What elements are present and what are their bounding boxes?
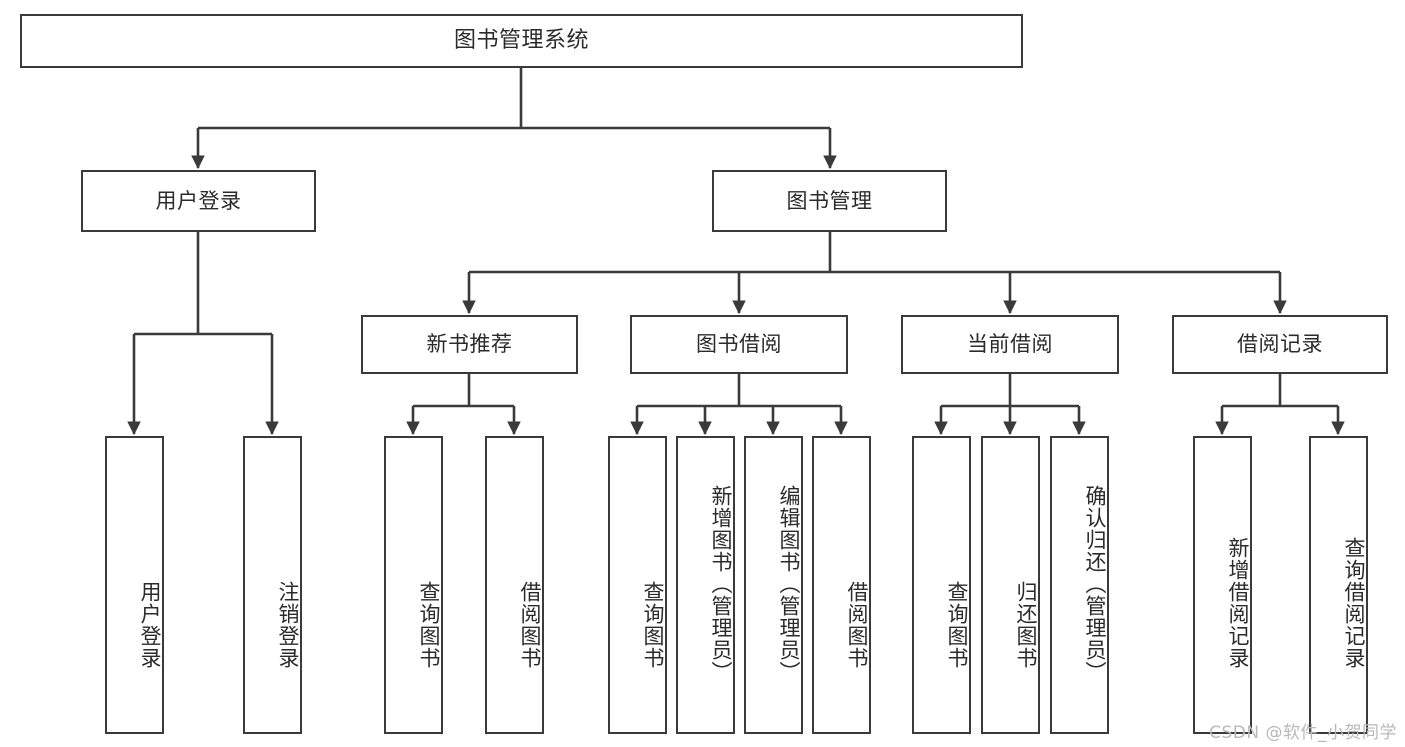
leaf-confirm-return[interactable]: 确认归还（管理员） [1050,436,1109,734]
node-label: 图书借阅 [696,332,782,357]
node-label: 查询借阅记录 [1342,537,1366,669]
node-current-borrow[interactable]: 当前借阅 [901,315,1119,374]
node-label: 图书管理系统 [453,28,589,54]
leaf-query-book-3[interactable]: 查询图书 [912,436,971,734]
node-label: 查询图书 [417,581,441,669]
node-user-login[interactable]: 用户登录 [81,170,316,232]
leaf-borrow-book-1[interactable]: 借阅图书 [485,436,544,734]
leaf-query-book-1[interactable]: 查询图书 [384,436,443,734]
node-label: 当前借阅 [967,332,1053,357]
leaf-add-record[interactable]: 新增借阅记录 [1193,436,1252,734]
leaf-logout[interactable]: 注销登录 [243,436,302,734]
node-label: 用户登录 [155,188,242,213]
leaf-query-book-2[interactable]: 查询图书 [608,436,667,734]
leaf-return-book[interactable]: 归还图书 [981,436,1040,734]
node-root-system[interactable]: 图书管理系统 [20,14,1023,68]
node-borrow-record[interactable]: 借阅记录 [1172,315,1388,374]
node-book-borrow[interactable]: 图书借阅 [630,315,848,374]
node-label: 图书管理 [786,188,873,213]
leaf-user-login[interactable]: 用户登录 [105,436,164,734]
node-label: 新增借阅记录 [1226,537,1250,669]
leaf-borrow-book-2[interactable]: 借阅图书 [812,436,871,734]
node-label: 确认归还（管理员） [1083,485,1107,683]
leaf-query-record[interactable]: 查询借阅记录 [1309,436,1368,734]
node-label: 借阅图书 [518,581,542,669]
node-label: 编辑图书（管理员） [777,485,801,683]
node-label: 新增图书（管理员） [709,485,733,683]
node-new-book-rec[interactable]: 新书推荐 [361,315,578,374]
leaf-add-book[interactable]: 新增图书（管理员） [676,436,735,734]
node-label: 查询图书 [945,581,969,669]
node-book-manage[interactable]: 图书管理 [712,170,947,232]
node-label: 查询图书 [641,581,665,669]
node-label: 新书推荐 [426,332,513,357]
leaf-edit-book[interactable]: 编辑图书（管理员） [744,436,803,734]
node-label: 用户登录 [138,581,162,669]
node-label: 归还图书 [1014,581,1038,669]
node-label: 注销登录 [276,581,300,669]
node-label: 借阅图书 [845,581,869,669]
node-label: 借阅记录 [1237,332,1323,357]
